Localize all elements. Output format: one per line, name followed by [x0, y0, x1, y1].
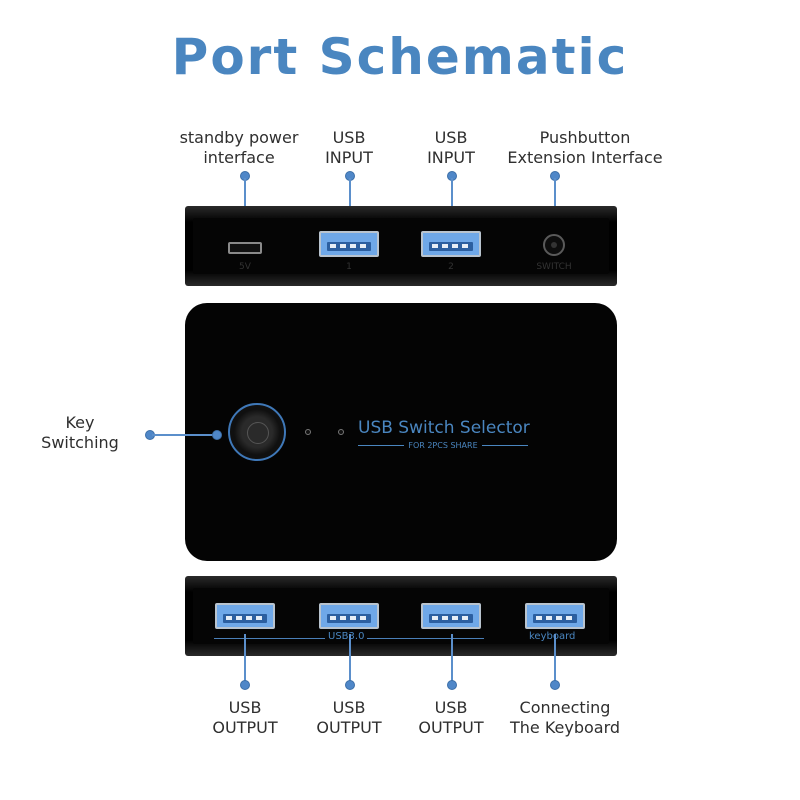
label-connecting-keyboard: Connecting The Keyboard	[509, 698, 621, 737]
leader-line-keyboard	[554, 634, 556, 682]
leader-line-out-2	[349, 634, 351, 682]
brand-name: USB Switch Selector	[358, 418, 530, 438]
silk-port-1: 1	[346, 262, 352, 272]
top-panel-face	[193, 218, 609, 274]
silk-switch: SWITCH	[536, 262, 572, 272]
keyboard-silk-label: keyboard	[526, 631, 579, 642]
led-indicator-2	[338, 429, 344, 435]
leader-dot-out-2	[345, 680, 355, 690]
silk-port-2: 2	[448, 262, 454, 272]
silk-5v: 5V	[239, 262, 251, 272]
port-pins	[432, 244, 470, 248]
label-usb-input-2: USB INPUT	[427, 128, 475, 167]
usb-output-port-3	[421, 603, 481, 629]
label-usb-input-1: USB INPUT	[325, 128, 373, 167]
leader-line-key	[152, 434, 216, 436]
leader-dot-out-3	[447, 680, 457, 690]
label-pushbutton-extension: Pushbutton Extension Interface	[507, 128, 663, 167]
leader-dot-keyboard	[550, 680, 560, 690]
page-title: Port Schematic	[171, 28, 629, 86]
usb30-label: USB3.0	[325, 631, 368, 642]
micro-usb-port	[228, 242, 262, 254]
label-key-switching: Key Switching	[41, 413, 119, 452]
port-pins	[330, 616, 368, 620]
keyboard-port	[525, 603, 585, 629]
brand-rule-right	[481, 445, 528, 446]
usb-input-port-2	[421, 231, 481, 257]
label-usb-output-1: USB OUTPUT	[212, 698, 278, 737]
key-switch-button[interactable]	[228, 403, 286, 461]
brand-subtitle-text: FOR 2PCS SHARE	[408, 441, 478, 450]
port-pins	[330, 244, 368, 248]
led-indicator-1	[305, 429, 311, 435]
leader-line-usb-input-1	[349, 178, 351, 230]
leader-line-out-1	[244, 634, 246, 682]
leader-line-out-3	[451, 634, 453, 682]
port-pins	[536, 616, 574, 620]
port-pins	[226, 616, 264, 620]
brand-subtitle: FOR 2PCS SHARE	[358, 441, 528, 450]
label-usb-output-2: USB OUTPUT	[316, 698, 382, 737]
port-pins	[432, 616, 470, 620]
usb-output-port-1	[215, 603, 275, 629]
leader-dot-out-1	[240, 680, 250, 690]
label-usb-output-3: USB OUTPUT	[418, 698, 484, 737]
usb-input-port-1	[319, 231, 379, 257]
switch-jack	[543, 234, 565, 256]
usb-output-port-2	[319, 603, 379, 629]
leader-line-usb-input-2	[451, 178, 453, 230]
brand-rule-left	[358, 445, 405, 446]
leader-dot-key-end	[212, 430, 222, 440]
label-standby-power: standby power interface	[179, 128, 299, 167]
